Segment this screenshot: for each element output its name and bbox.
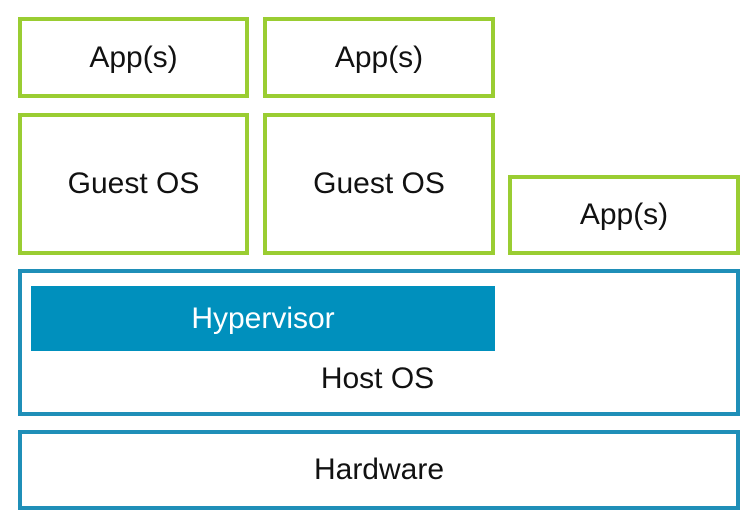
native-apps-box: App(s): [508, 175, 740, 255]
vm1-apps-box: App(s): [18, 17, 249, 98]
vm2-apps-box: App(s): [263, 17, 495, 98]
hypervisor-bar: Hypervisor: [31, 286, 495, 351]
hardware-box: Hardware: [18, 430, 740, 510]
vm1-guest-os-box: Guest OS: [18, 113, 249, 255]
host-os-label: Host OS: [320, 362, 435, 395]
vm2-guest-os-box: Guest OS: [263, 113, 495, 255]
